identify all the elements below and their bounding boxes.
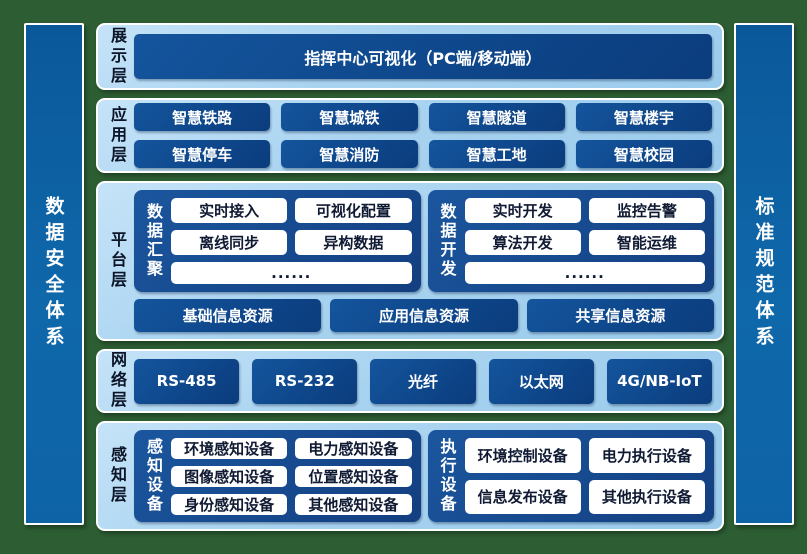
device-box: 身份感知设备 — [171, 494, 288, 515]
platform-capability-box: 可视化配置 — [295, 198, 412, 223]
data-security-pillar-label: 数据安全体系 — [42, 196, 65, 352]
sensing-devices-group-label: 感知设备 — [144, 438, 163, 514]
standards-pillar-label: 标准规范体系 — [752, 196, 775, 352]
network-grid: RS-485 RS-232 光纤 以太网 4G/NB-IoT — [134, 358, 712, 404]
application-box: 智慧楼宇 — [575, 103, 712, 131]
network-layer-label: 网络层 — [108, 351, 127, 411]
platform-layer-label: 平台层 — [108, 231, 127, 291]
platform-capability-box: 监控告警 — [588, 198, 705, 223]
device-box: 其他执行设备 — [588, 479, 705, 514]
resource-box: 共享信息资源 — [526, 299, 714, 332]
device-box: 电力执行设备 — [588, 438, 705, 473]
sensing-devices-grid: 环境感知设备 电力感知设备 图像感知设备 位置感知设备 身份感知设备 其他感知设… — [171, 438, 412, 515]
network-box: RS-485 — [134, 358, 240, 404]
device-box: 位置感知设备 — [295, 466, 412, 487]
resource-box: 应用信息资源 — [330, 299, 518, 332]
platform-capability-box: 实时接入 — [171, 198, 288, 223]
device-box: 信息发布设备 — [464, 479, 581, 514]
standards-pillar: 标准规范体系 — [734, 23, 794, 525]
network-layer-band: 网络层 RS-485 RS-232 光纤 以太网 4G/NB-IoT — [96, 349, 724, 413]
execution-devices-group-label: 执行设备 — [437, 438, 457, 514]
application-box: 智慧铁路 — [134, 103, 271, 131]
platform-groups: 数据汇聚 实时接入 可视化配置 离线同步 异构数据 ...... 数据开发 实时… — [134, 190, 714, 292]
display-layer-band: 展示层 指挥中心可视化（PC端/移动端） — [96, 23, 724, 90]
device-box: 环境感知设备 — [171, 438, 288, 459]
network-box: 光纤 — [370, 358, 476, 404]
perception-groups: 感知设备 环境感知设备 电力感知设备 图像感知设备 位置感知设备 身份感知设备 … — [134, 430, 714, 522]
device-box: 图像感知设备 — [171, 466, 288, 487]
perception-layer-label: 感知层 — [108, 446, 127, 506]
platform-capability-box: 异构数据 — [295, 230, 412, 255]
device-box: 环境控制设备 — [464, 438, 581, 473]
ellipsis-box: ...... — [464, 262, 705, 284]
platform-layer-band: 平台层 数据汇聚 实时接入 可视化配置 离线同步 异构数据 ...... 数据开… — [96, 181, 724, 341]
application-box: 智慧隧道 — [428, 103, 565, 131]
data-aggregation-group-label: 数据汇聚 — [144, 203, 163, 279]
data-aggregation-group: 数据汇聚 实时接入 可视化配置 离线同步 异构数据 ...... — [134, 190, 421, 292]
ellipsis-box: ...... — [171, 262, 412, 284]
application-box: 智慧城铁 — [281, 103, 418, 131]
application-box: 智慧校园 — [575, 140, 712, 168]
data-security-pillar: 数据安全体系 — [24, 23, 84, 525]
display-layer-label: 展示层 — [108, 26, 127, 87]
data-aggregation-grid: 实时接入 可视化配置 离线同步 异构数据 ...... — [171, 198, 412, 284]
network-box: RS-232 — [252, 358, 358, 404]
sensing-devices-group: 感知设备 环境感知设备 电力感知设备 图像感知设备 位置感知设备 身份感知设备 … — [134, 430, 421, 522]
perception-layer-band: 感知层 感知设备 环境感知设备 电力感知设备 图像感知设备 位置感知设备 身份感… — [96, 421, 724, 531]
information-resources-row: 基础信息资源 应用信息资源 共享信息资源 — [134, 299, 714, 332]
device-box: 电力感知设备 — [295, 438, 412, 459]
platform-capability-box: 离线同步 — [171, 230, 288, 255]
application-layer-label: 应用层 — [108, 105, 127, 166]
data-development-grid: 实时开发 监控告警 算法开发 智能运维 ...... — [464, 198, 705, 284]
application-box: 智慧停车 — [134, 140, 271, 168]
data-development-group: 数据开发 实时开发 监控告警 算法开发 智能运维 ...... — [427, 190, 714, 292]
application-grid: 智慧铁路 智慧城铁 智慧隧道 智慧楼宇 智慧停车 智慧消防 智慧工地 智慧校园 — [134, 103, 712, 168]
platform-capability-box: 算法开发 — [464, 230, 581, 255]
network-box: 4G/NB-IoT — [606, 358, 712, 404]
platform-capability-box: 实时开发 — [464, 198, 581, 223]
platform-content: 数据汇聚 实时接入 可视化配置 离线同步 异构数据 ...... 数据开发 实时… — [134, 183, 714, 339]
application-box: 智慧消防 — [281, 140, 418, 168]
platform-capability-box: 智能运维 — [588, 230, 705, 255]
execution-devices-grid: 环境控制设备 电力执行设备 信息发布设备 其他执行设备 — [464, 438, 705, 514]
perception-content: 感知设备 环境感知设备 电力感知设备 图像感知设备 位置感知设备 身份感知设备 … — [134, 423, 714, 529]
network-box: 以太网 — [488, 358, 594, 404]
resource-box: 基础信息资源 — [134, 299, 322, 332]
device-box: 其他感知设备 — [295, 494, 412, 515]
data-development-group-label: 数据开发 — [437, 203, 457, 279]
execution-devices-group: 执行设备 环境控制设备 电力执行设备 信息发布设备 其他执行设备 — [427, 430, 714, 522]
application-layer-band: 应用层 智慧铁路 智慧城铁 智慧隧道 智慧楼宇 智慧停车 智慧消防 智慧工地 智… — [96, 98, 724, 173]
command-center-visualization-box: 指挥中心可视化（PC端/移动端） — [134, 34, 712, 79]
application-box: 智慧工地 — [428, 140, 565, 168]
